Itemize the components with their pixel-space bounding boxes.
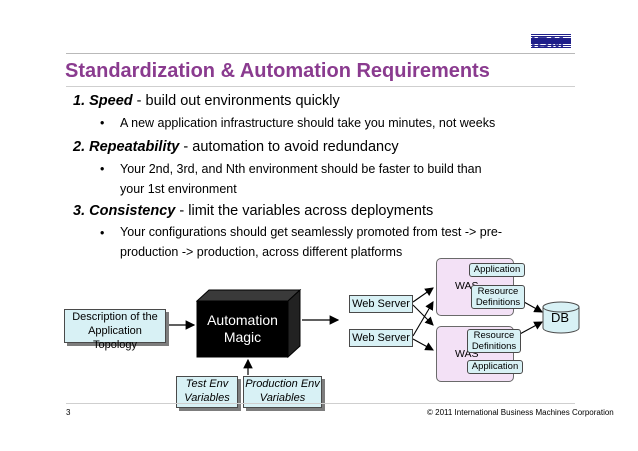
point-repeatability: 2. Repeatability - automation to avoid r… [73,139,399,155]
web-server-1: Web Server [349,295,413,313]
title-rule [66,86,575,87]
footer-rule [66,403,575,404]
application-box-1: Application [469,263,525,277]
automation-magic-label: Automation Magic [207,312,278,345]
copyright: © 2011 International Business Machines C… [427,408,614,417]
bullet-marker: • [100,226,105,240]
bullet-marker: • [100,162,105,176]
point-consistency: 3. Consistency - limit the variables acr… [73,203,434,219]
automation-magic-shape [196,289,302,359]
ibm-logo [531,34,571,48]
header-rule [66,53,575,54]
bullet-marker: • [100,116,105,130]
slide-title: Standardization & Automation Requirement… [65,60,490,82]
bullet-speed: A new application infrastructure should … [120,116,496,130]
topology-description-box: Description of the Application Topology [64,309,166,351]
test-env-variables-box: Test Env Variables [176,376,238,408]
point-speed: 1. Speed - build out environments quickl… [73,93,340,109]
bullet-consistency: Your configurations should get seamlessl… [120,225,503,259]
page-number: 3 [66,408,71,417]
bullet-repeatability: Your 2nd, 3rd, and Nth environment shoul… [120,162,482,196]
web-server-2: Web Server [349,329,413,347]
svg-text:IBM: IBM [531,33,565,50]
db-label: DB [551,310,570,325]
resource-definitions-box-1: Resource Definitions [471,285,525,309]
resource-definitions-box-2: Resource Definitions [467,329,521,353]
production-env-variables-box: Production Env Variables [243,376,322,408]
ibm-logo-mark: IBM [531,33,565,50]
application-box-2: Application [467,360,523,374]
